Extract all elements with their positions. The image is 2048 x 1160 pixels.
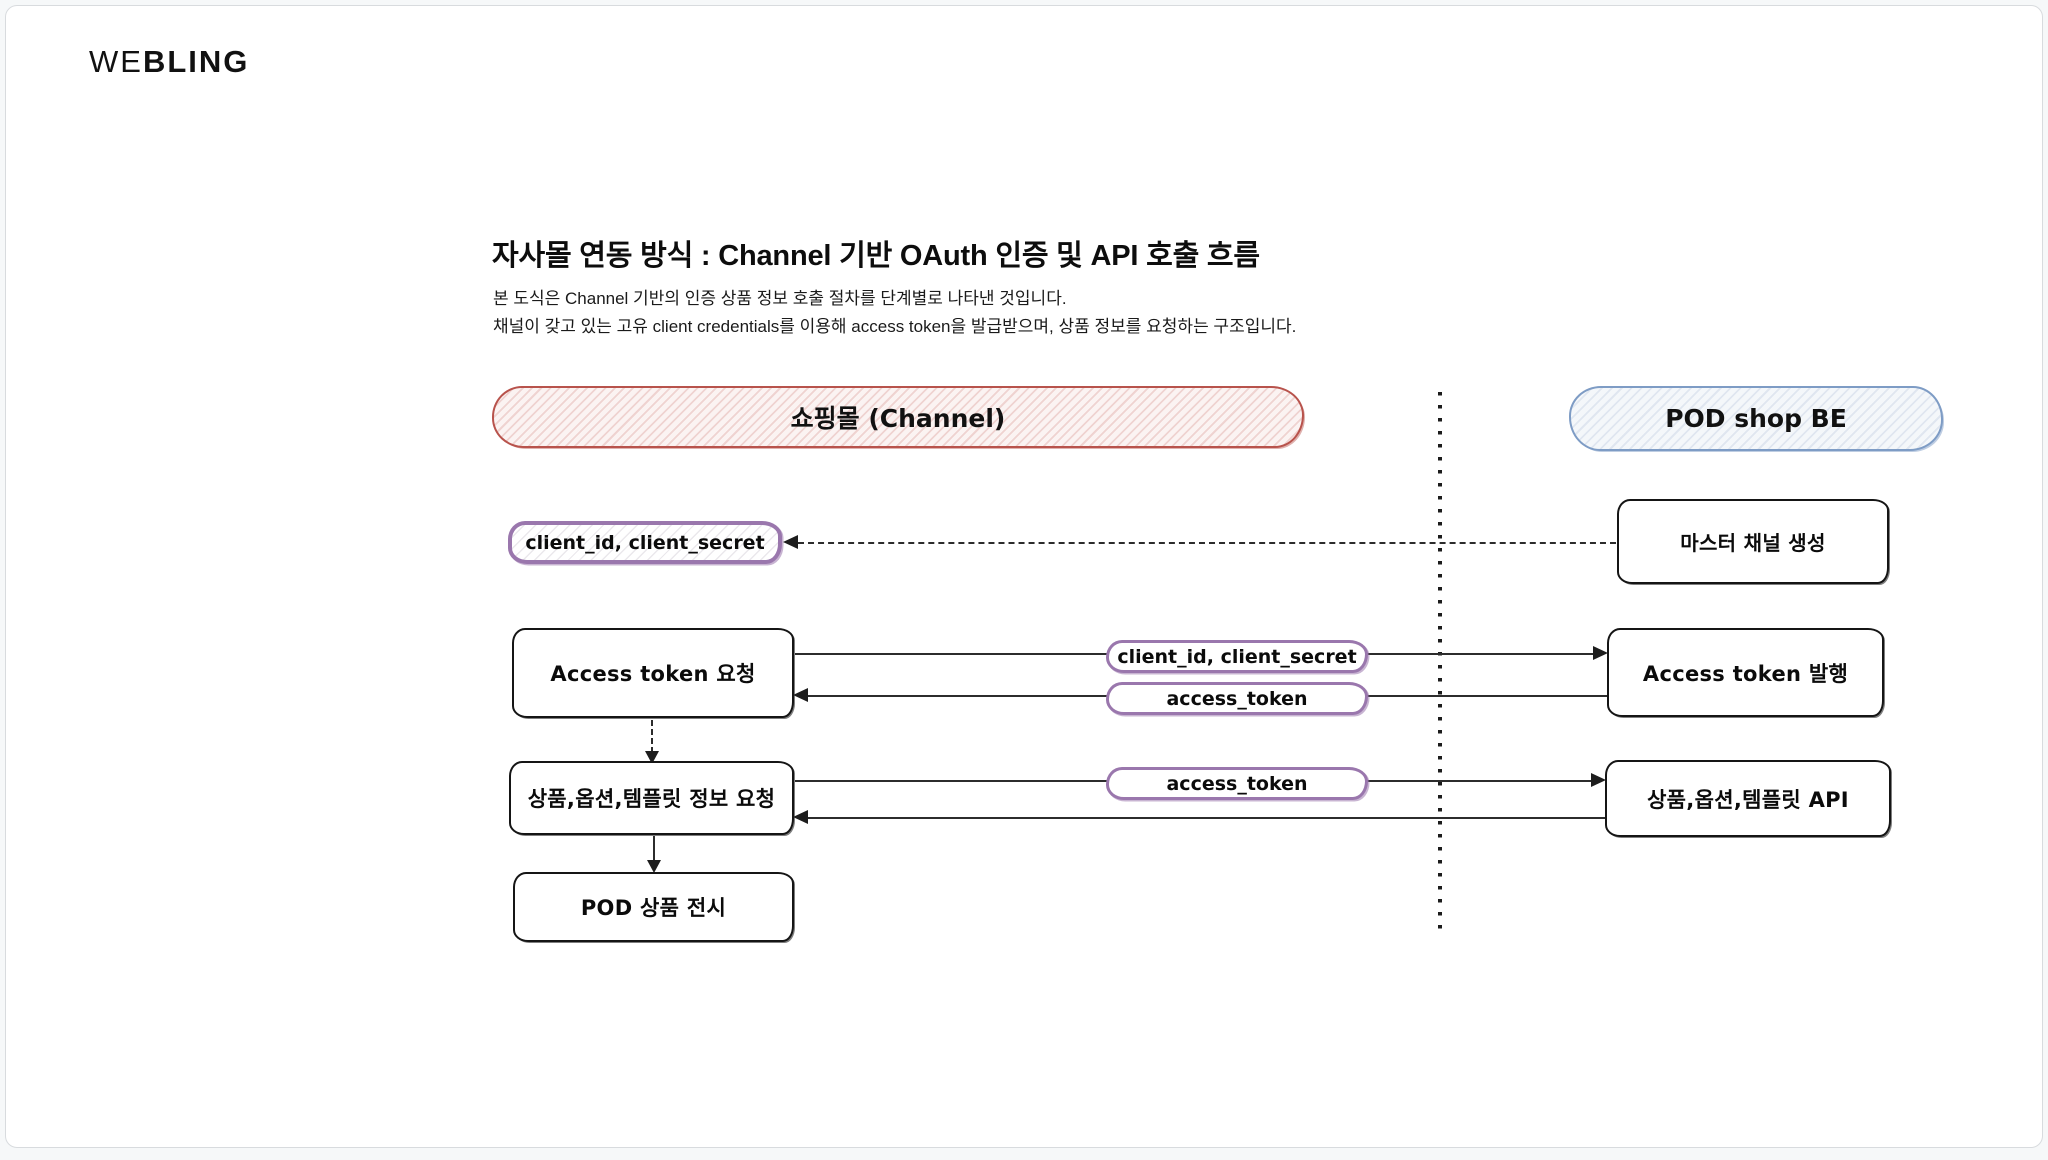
node-master-channel-label: 마스터 채널 생성: [1680, 531, 1826, 555]
node-product-info-request: 상품,옵션,템플릿 정보 요청: [509, 761, 794, 835]
node-credentials-pill: client_id, client_secret: [508, 521, 782, 564]
arrowhead-left-icon: [793, 688, 808, 702]
arrowhead-right-icon: [1593, 646, 1608, 660]
brand-logo-prefix: WE: [89, 44, 143, 79]
arrowhead-down-icon: [645, 751, 659, 764]
node-product-api-label: 상품,옵션,템플릿 API: [1647, 787, 1849, 812]
arrowhead-right-icon: [1591, 773, 1606, 787]
node-access-token-request: Access token 요청: [512, 628, 794, 718]
node-access-token-request-label: Access token 요청: [550, 662, 756, 686]
edge-label-access-token-text: access_token: [1166, 687, 1308, 710]
lane-header-pod-shop-be: POD shop BE: [1569, 386, 1943, 451]
edge-label-access-token-pill: access_token: [1106, 682, 1368, 715]
edge-request-to-product-info-dashed-line: [651, 720, 653, 753]
lane-divider-dotted-line: [1438, 392, 1442, 938]
node-pod-product-display-label: POD 상품 전시: [580, 896, 727, 920]
node-access-token-issue: Access token 발행: [1607, 628, 1884, 717]
node-pod-product-display: POD 상품 전시: [513, 872, 794, 942]
node-product-api: 상품,옵션,템플릿 API: [1605, 760, 1891, 837]
lane-header-channel: 쇼핑몰 (Channel): [492, 386, 1304, 448]
edge-master-to-credentials-dashed-line: [798, 542, 1616, 544]
arrowhead-down-icon: [647, 860, 661, 873]
brand-logo: WEBLING: [89, 44, 249, 80]
edge-product-info-to-display-line: [653, 836, 655, 862]
page-title: 자사몰 연동 방식 : Channel 기반 OAuth 인증 및 API 호출…: [492, 240, 1260, 272]
description-line-1: 본 도식은 Channel 기반의 인증 상품 정보 호출 절차를 단계별로 나…: [493, 289, 1067, 308]
arrowhead-left-icon: [783, 535, 798, 549]
edge-label-credentials-pill: client_id, client_secret: [1106, 640, 1368, 673]
lane-header-channel-label: 쇼핑몰 (Channel): [790, 404, 1006, 433]
brand-logo-suffix: BLING: [142, 44, 250, 79]
node-master-channel-create: 마스터 채널 생성: [1617, 499, 1889, 584]
edge-label-access-token-2-text: access_token: [1166, 772, 1308, 795]
edge-label-credentials-text: client_id, client_secret: [1117, 645, 1357, 668]
page-card: WEBLING 자사몰 연동 방식 : Channel 기반 OAuth 인증 …: [5, 5, 2043, 1148]
edge-label-access-token-2-pill: access_token: [1106, 767, 1368, 800]
node-product-info-request-label: 상품,옵션,템플릿 정보 요청: [527, 787, 776, 811]
lane-header-pod-label: POD shop BE: [1665, 404, 1847, 433]
arrowhead-left-icon: [793, 810, 808, 824]
node-access-token-issue-label: Access token 발행: [1642, 661, 1849, 686]
page-description: 본 도식은 Channel 기반의 인증 상품 정보 호출 절차를 단계별로 나…: [493, 285, 1296, 341]
description-line-2: 채널이 갖고 있는 고유 client credentials를 이용해 acc…: [493, 317, 1297, 336]
node-credentials-pill-label: client_id, client_secret: [525, 531, 765, 554]
edge-api-to-product-info-line: [807, 817, 1605, 819]
